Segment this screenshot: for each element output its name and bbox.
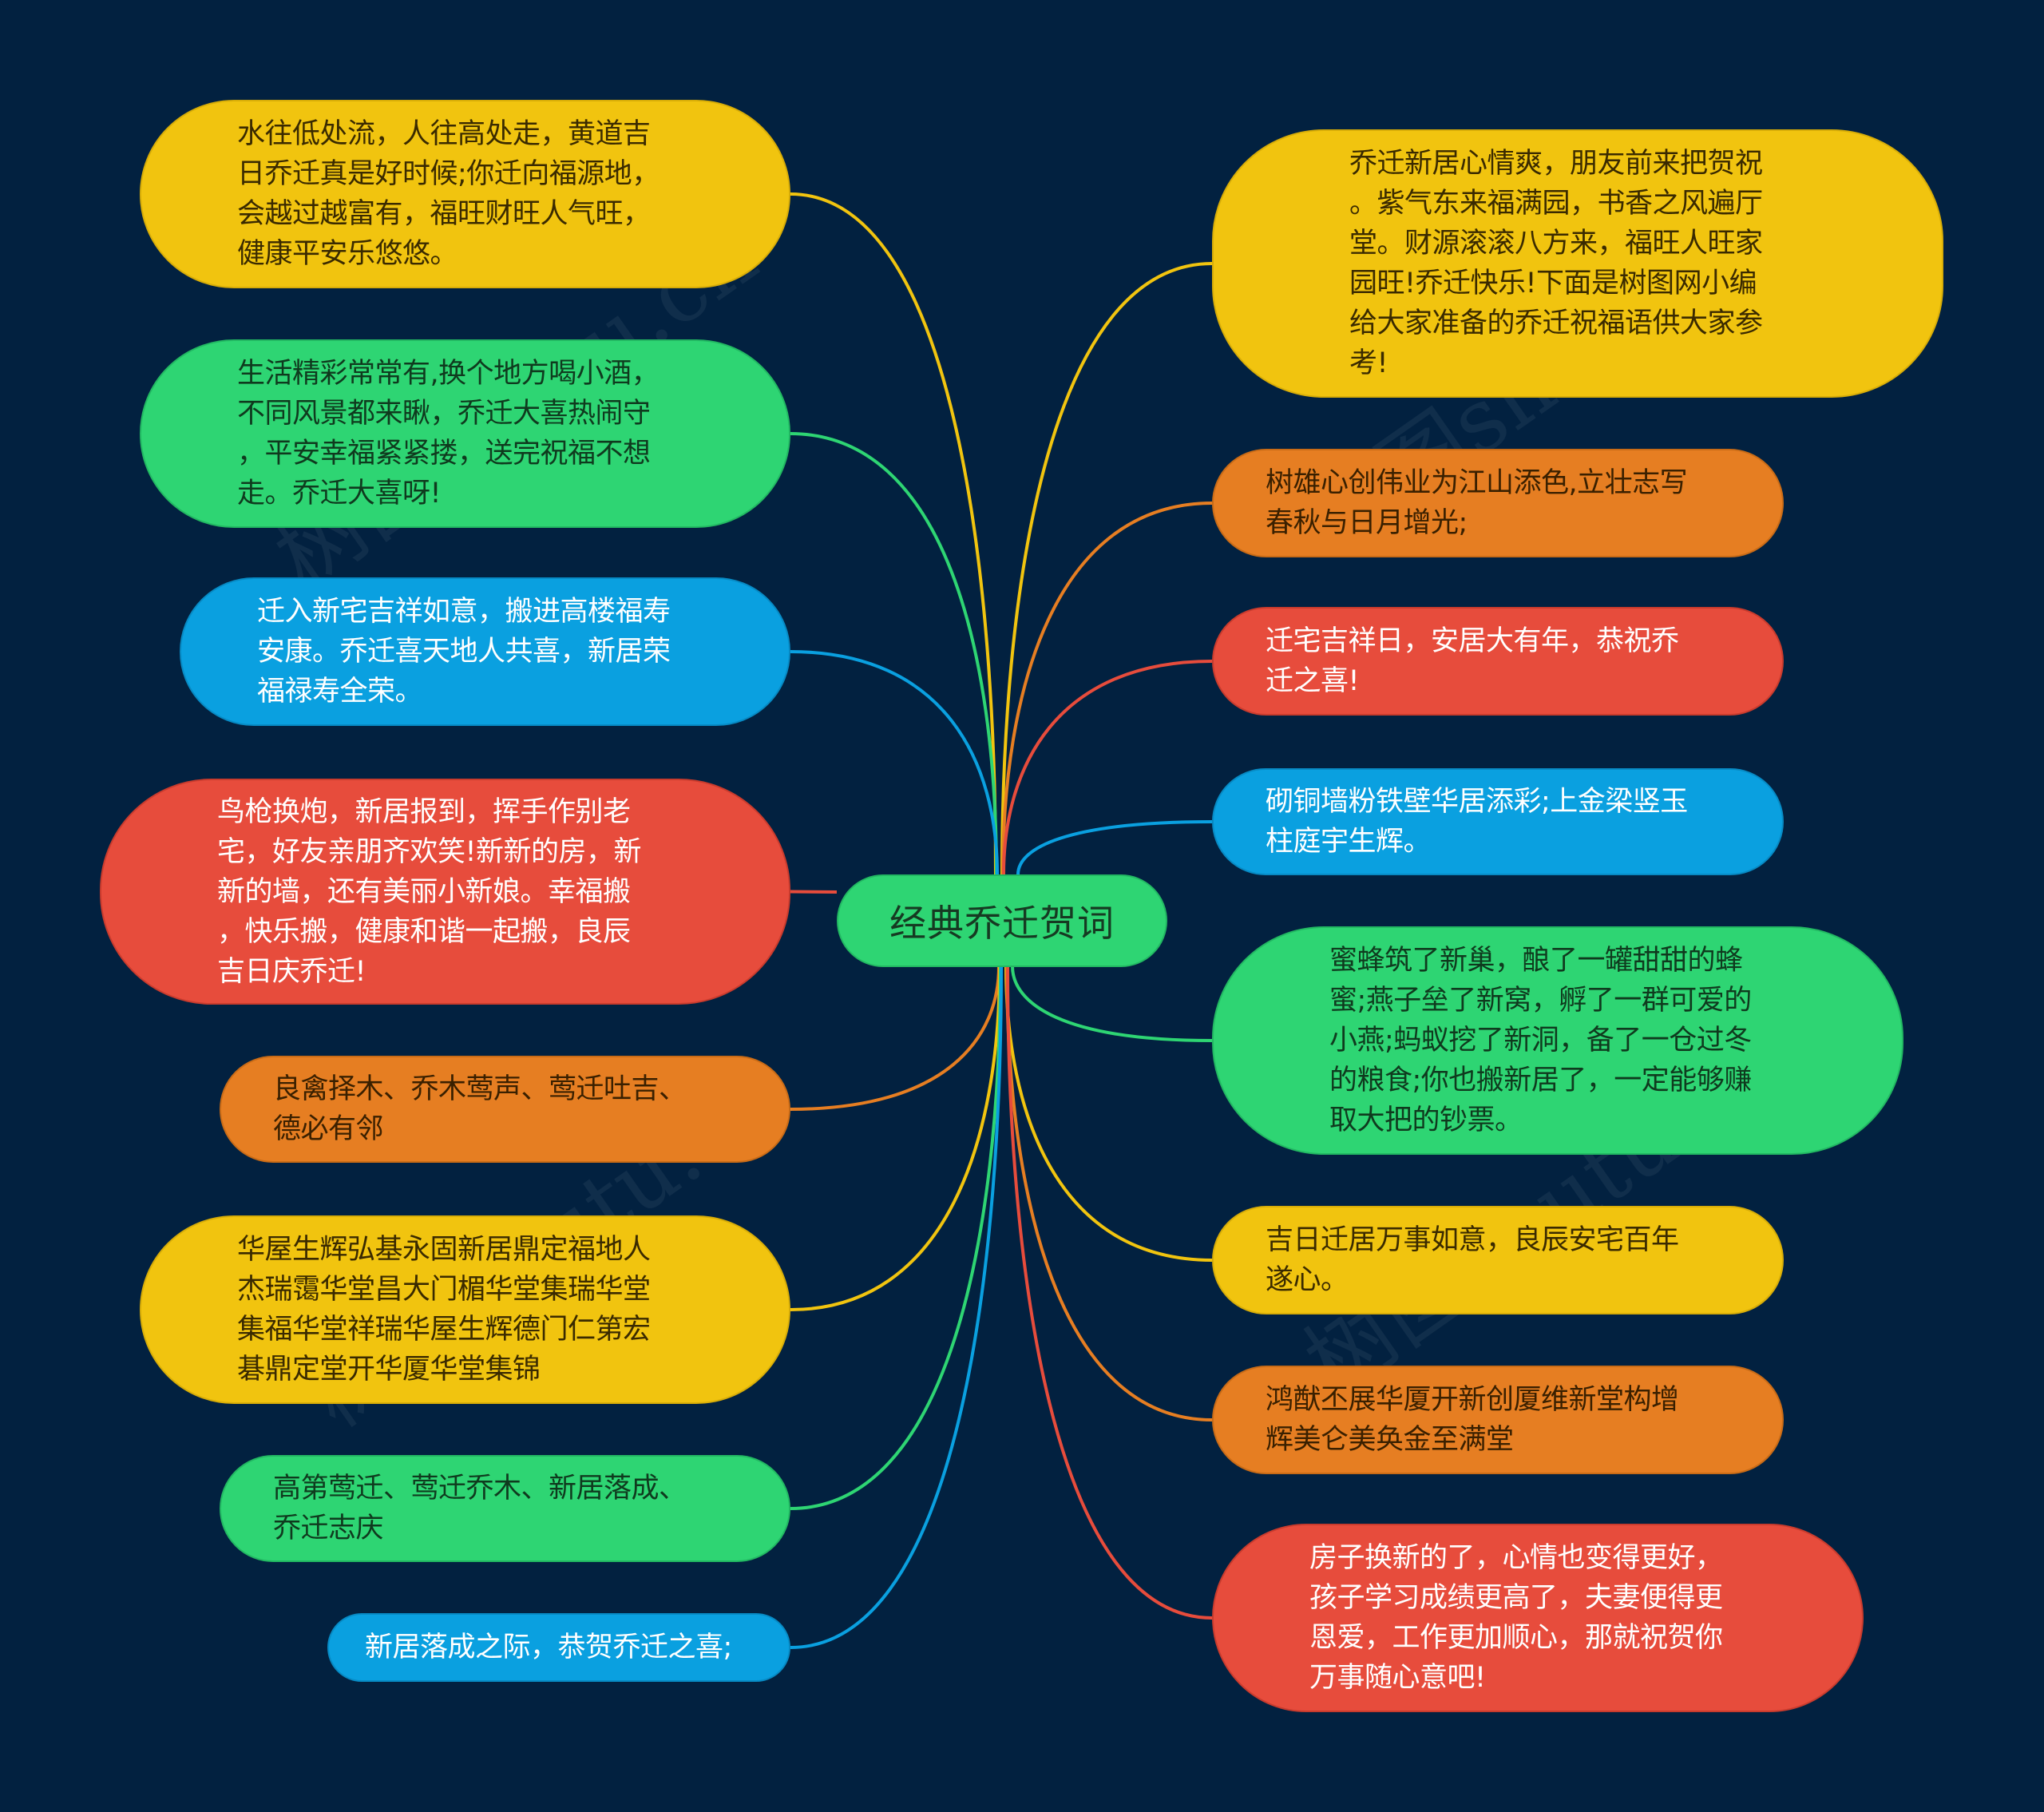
right-link-8 [1006,965,1213,1620]
branch-node-text: 新居落成之际，恭贺乔迁之喜; [365,1628,757,1667]
text-line: 高第莺迁、莺迁乔木、新居落成、 [273,1473,687,1505]
left-link-3 [790,650,999,875]
right-link-5 [1011,965,1213,1042]
text-line: 取大把的钞票。 [1329,1104,1523,1136]
text-line: 孩子学习成绩更高了，夫妻便得更 [1309,1582,1723,1614]
left-link-8 [790,965,1003,1649]
branch-node-text: 鸟枪换炮，新居报到，挥手作别老宅，好友亲朋齐欢笑!新新的房，新新的墙，还有美丽小… [217,792,757,992]
right-branch-node-4[interactable]: 砌铜墙粉铁壁华居添彩;上金梁竖玉柱庭宇生辉。 [1212,768,1784,875]
right-link-3 [1002,660,1213,875]
text-line: 柱庭宇生辉。 [1266,826,1432,858]
left-branch-node-1[interactable]: 水往低处流，人往高处走，黄道吉日乔迁真是好时候;你迁向福源地， 会越过越富有，福旺… [140,100,790,288]
text-line: 给大家准备的乔迁祝福语供大家参 [1349,307,1763,339]
left-branch-node-4[interactable]: 鸟枪换炮，新居报到，挥手作别老宅，好友亲朋齐欢笑!新新的房，新新的墙，还有美丽小… [100,779,790,1005]
text-line: ，平安幸福紧紧搂，送完祝福不想 [237,438,651,470]
text-line: 万事随心意吧! [1309,1662,1486,1694]
left-link-7 [790,965,1002,1510]
left-link-5 [790,965,1000,1111]
text-line: ，快乐搬，健康和谐一起搬，良辰 [217,915,631,948]
central-topic-label: 经典乔迁贺词 [889,902,1115,945]
text-line: 吉日庆乔迁! [217,955,366,988]
branch-node-text: 迁入新宅吉祥如意，搬进高楼福寿安康。乔迁喜天地人共喜，新居荣福禄寿全荣。 [257,592,757,712]
left-link-1 [790,192,997,875]
text-line: 杰瑞霭华堂昌大门楣华堂集瑞华堂 [237,1274,651,1306]
text-line: 的粮食;你也搬新居了，一定能够赚 [1329,1065,1752,1096]
text-line: 迁入新宅吉祥如意，搬进高楼福寿 [257,596,671,628]
text-line: 新的墙，还有美丽小新娘。幸福搬 [217,875,631,908]
text-line: 乔迁新居心情爽，朋友前来把贺祝 [1349,148,1763,180]
text-line: 辉美仑美奂金至满堂 [1266,1424,1514,1456]
text-line: 园旺!乔迁快乐!下面是树图网小编 [1349,268,1757,299]
text-line: 德必有邻 [273,1113,384,1145]
text-line: 不同风景都来瞅，乔迁大喜热闹守 [237,398,651,430]
text-line: 日乔迁真是好时候;你迁向福源地， [237,158,660,190]
branch-node-text: 鸿猷丕展华厦开新创厦维新堂构增辉美仑美奂金至满堂 [1266,1380,1750,1460]
text-line: 会越过越富有，福旺财旺人气旺， [237,198,651,230]
left-branch-node-6[interactable]: 华屋生辉弘基永固新居鼎定福地人杰瑞霭华堂昌大门楣华堂集瑞华堂集福华堂祥瑞华屋生辉… [140,1215,790,1404]
branch-node-text: 良禽择木、乔木莺声、莺迁吐吉、德必有邻 [273,1069,757,1149]
right-link-4 [1016,820,1213,875]
left-branch-node-2[interactable]: 生活精彩常常有,换个地方喝小酒， 不同风景都来瞅，乔迁大喜热闹守 ，平安幸福紧紧搂，… [140,339,790,528]
text-line: 走。乔迁大喜呀! [237,478,442,510]
right-branch-node-1[interactable]: 乔迁新居心情爽，朋友前来把贺祝。紫气东来福满园，书香之风遍厅堂。财源滚滚八方来，… [1212,129,1943,398]
text-line: 春秋与日月增光; [1266,507,1468,539]
text-line: 堂。财源滚滚八方来，福旺人旺家 [1349,228,1763,260]
text-line: 恩爱，工作更加顺心，那就祝贺你 [1309,1622,1723,1654]
left-branch-node-3[interactable]: 迁入新宅吉祥如意，搬进高楼福寿安康。乔迁喜天地人共喜，新居荣福禄寿全荣。 [180,577,790,726]
right-link-6 [1004,965,1213,1262]
text-line: 房子换新的了，心情也变得更好， [1309,1542,1723,1574]
text-line: 树雄心创伟业为江山添色,立壮志写 [1266,467,1688,499]
right-branch-node-3[interactable]: 迁宅吉祥日，安居大有年，恭祝乔迁之喜! [1212,607,1784,716]
text-line: 迁之喜! [1266,665,1360,697]
branch-node-text: 乔迁新居心情爽，朋友前来把贺祝。紫气东来福满园，书香之风遍厅堂。财源滚滚八方来，… [1349,144,1910,383]
text-line: 安康。乔迁喜天地人共喜，新居荣 [257,636,671,668]
branch-node-text: 吉日迁居万事如意，良辰安宅百年遂心。 [1266,1220,1750,1300]
right-link-1 [1000,262,1213,875]
text-line: 集福华堂祥瑞华屋生辉德门仁第宏 [237,1314,651,1346]
central-topic-node[interactable]: 经典乔迁贺词 [837,874,1167,967]
text-line: 生活精彩常常有,换个地方喝小酒， [237,358,660,390]
branch-node-text: 水往低处流，人往高处走，黄道吉日乔迁真是好时候;你迁向福源地， 会越过越富有，福旺… [237,114,757,274]
text-line: 宅，好友亲朋齐欢笑!新新的房，新 [217,835,642,868]
left-link-2 [790,432,998,875]
text-line: 。紫气东来福满园，书香之风遍厅 [1349,188,1763,220]
text-line: 蜜;燕子垒了新窝，孵了一群可爱的 [1329,985,1752,1017]
branch-node-text: 高第莺迁、莺迁乔木、新居落成、乔迁志庆 [273,1469,757,1548]
branch-node-text: 华屋生辉弘基永固新居鼎定福地人杰瑞霭华堂昌大门楣华堂集瑞华堂集福华堂祥瑞华屋生辉… [237,1230,757,1390]
text-line: 鸿猷丕展华厦开新创厦维新堂构增 [1266,1384,1679,1416]
right-branch-node-6[interactable]: 吉日迁居万事如意，良辰安宅百年遂心。 [1212,1206,1784,1314]
left-link-4 [790,890,838,894]
right-branch-node-7[interactable]: 鸿猷丕展华厦开新创厦维新堂构增辉美仑美奂金至满堂 [1212,1366,1784,1474]
branch-node-text: 房子换新的了，心情也变得更好， 孩子学习成绩更高了，夫妻便得更恩爱，工作更加顺心，… [1309,1538,1830,1698]
branch-node-text: 砌铜墙粉铁壁华居添彩;上金梁竖玉柱庭宇生辉。 [1266,782,1750,862]
text-line: 吉日迁居万事如意，良辰安宅百年 [1266,1224,1679,1256]
left-branch-node-7[interactable]: 高第莺迁、莺迁乔木、新居落成、乔迁志庆 [220,1455,790,1562]
branch-node-text: 迁宅吉祥日，安居大有年，恭祝乔迁之喜! [1266,621,1750,701]
right-link-2 [1001,502,1213,875]
text-line: 遂心。 [1266,1264,1349,1296]
text-line: 健康平安乐悠悠。 [237,238,458,270]
text-line: 良禽择木、乔木莺声、莺迁吐吉、 [273,1073,687,1105]
text-line: 新居落成之际，恭贺乔迁之喜; [365,1632,732,1663]
text-line: 迁宅吉祥日，安居大有年，恭祝乔 [1266,625,1679,657]
text-line: 砌铜墙粉铁壁华居添彩;上金梁竖玉 [1266,786,1688,818]
text-line: 鸟枪换炮，新居报到，挥手作别老 [217,795,631,828]
left-link-6 [790,965,1001,1311]
left-branch-node-5[interactable]: 良禽择木、乔木莺声、莺迁吐吉、德必有邻 [220,1056,790,1163]
right-branch-node-5[interactable]: 蜜蜂筑了新巢，酿了一罐甜甜的蜂蜜;燕子垒了新窝，孵了一群可爱的小燕;蚂蚁挖了新洞… [1212,926,1903,1155]
right-branch-node-8[interactable]: 房子换新的了，心情也变得更好， 孩子学习成绩更高了，夫妻便得更恩爱，工作更加顺心，… [1212,1524,1864,1712]
text-line: 蜜蜂筑了新巢，酿了一罐甜甜的蜂 [1329,945,1743,977]
text-line: 福禄寿全荣。 [257,676,423,708]
text-line: 小燕;蚂蚁挖了新洞，备了一仓过冬 [1329,1025,1752,1057]
branch-node-text: 树雄心创伟业为江山添色,立壮志写春秋与日月增光; [1266,463,1750,543]
text-line: 水往低处流，人往高处走，黄道吉 [237,118,651,150]
text-line: 考! [1349,347,1388,379]
right-branch-node-2[interactable]: 树雄心创伟业为江山添色,立壮志写春秋与日月增光; [1212,449,1784,557]
branch-node-text: 蜜蜂筑了新巢，酿了一罐甜甜的蜂蜜;燕子垒了新窝，孵了一群可爱的小燕;蚂蚁挖了新洞… [1329,941,1870,1140]
text-line: 华屋生辉弘基永固新居鼎定福地人 [237,1234,651,1266]
text-line: 乔迁志庆 [273,1513,384,1544]
branch-node-text: 生活精彩常常有,换个地方喝小酒， 不同风景都来瞅，乔迁大喜热闹守 ，平安幸福紧紧搂，… [237,354,757,513]
left-branch-node-8[interactable]: 新居落成之际，恭贺乔迁之喜; [327,1613,790,1682]
text-line: 碁鼎定堂开华厦华堂集锦 [237,1354,541,1386]
